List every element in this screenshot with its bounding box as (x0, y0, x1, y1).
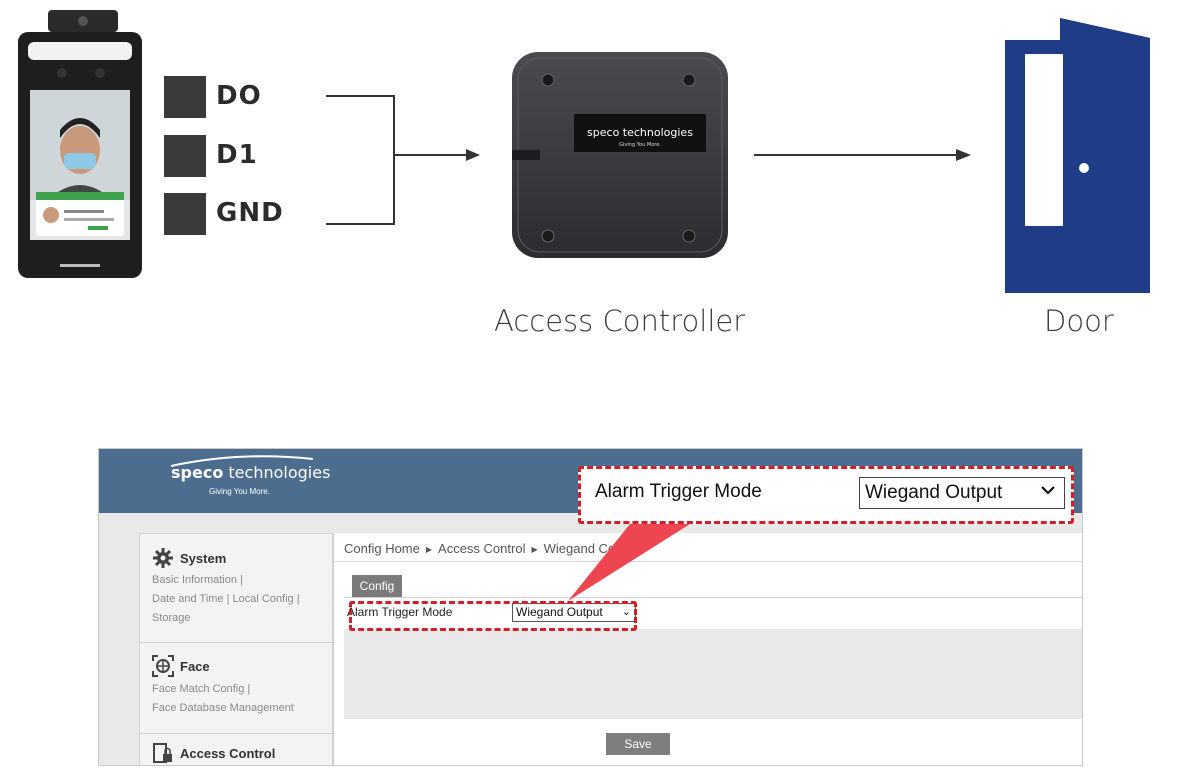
brand-logo: speco technologies Giving You More. (171, 455, 331, 496)
arrow-to-door-icon (956, 149, 971, 161)
alarm-trigger-mode-label: Alarm Trigger Mode (347, 605, 453, 619)
tab-config[interactable]: Config (352, 575, 402, 597)
wire-color-swatch (164, 193, 206, 235)
callout-alarm-trigger-mode-select[interactable]: Wiegand Output (859, 477, 1065, 509)
sidebar-section-face: Face Face Match Config | Face Database M… (140, 643, 332, 734)
wire-color-swatch (164, 76, 206, 118)
main-panel: Config Home ▶ Access Control ▶ Wiegand Confi… (333, 533, 1082, 765)
logo-swoosh-icon (171, 455, 313, 467)
wire-label-do: DO (164, 76, 314, 118)
sidebar-link-face-match-config[interactable]: Face Match Config | (152, 683, 251, 695)
sidebar-heading-system[interactable]: System (152, 547, 226, 569)
arrow-to-controller-icon (466, 149, 480, 161)
sidebar: System Basic Information | Date and Time… (139, 533, 333, 765)
sidebar-section-system: System Basic Information | Date and Time… (140, 534, 332, 643)
sidebar-link-face-database[interactable]: Face Database Management (152, 702, 294, 714)
controller-tagline-text: Giving You More. (619, 142, 661, 148)
face-recognition-terminal (18, 10, 142, 278)
chevron-down-icon: ⌄ (621, 606, 631, 618)
wire-label-gnd: GND (164, 193, 314, 235)
breadcrumb-separator-icon: ▶ (531, 545, 538, 555)
chevron-down-icon (1041, 486, 1055, 495)
access-control-icon (153, 743, 172, 763)
controller-brand-text: speco technologies (587, 126, 693, 139)
wire-label-d1: D1 (164, 135, 314, 177)
callout-alarm-trigger-mode-value: Wiegand Output (865, 482, 1003, 503)
divider (334, 561, 1082, 562)
save-button[interactable]: Save (606, 733, 670, 755)
door-icon (1005, 18, 1150, 293)
alarm-trigger-mode-value: Wiegand Output (516, 605, 603, 619)
divider (344, 597, 1082, 598)
wire-color-swatch (164, 135, 206, 177)
sidebar-link-date-time-local-config[interactable]: Date and Time | Local Config | (152, 593, 300, 605)
brand-tagline: Giving You More. (209, 487, 270, 496)
wire-label-text: DO (216, 81, 262, 111)
config-panel-body (344, 629, 1082, 719)
breadcrumb-access-control[interactable]: Access Control (438, 541, 526, 556)
breadcrumb-separator-icon: ▶ (425, 545, 433, 555)
connection-lines (326, 95, 971, 225)
door-caption: Door (1044, 304, 1114, 338)
sidebar-heading-access-control[interactable]: Access Control (152, 742, 275, 764)
highlight-box (349, 601, 637, 631)
zoom-callout: Alarm Trigger Mode Wiegand Output (578, 466, 1074, 524)
sidebar-heading-face[interactable]: Face (152, 655, 210, 677)
wire-label-text: D1 (216, 140, 258, 170)
sidebar-section-access-control: Access Control (140, 734, 332, 765)
gear-icon (153, 548, 173, 568)
breadcrumb: Config Home ▶ Access Control ▶ Wiegand Confi… (344, 541, 636, 556)
sidebar-link-storage[interactable]: Storage (152, 612, 191, 624)
wire-label-text: GND (216, 198, 284, 228)
breadcrumb-config-home[interactable]: Config Home (344, 541, 420, 556)
access-controller-caption: Access Controller (494, 304, 746, 338)
brand-name: speco technologies (171, 463, 331, 482)
breadcrumb-wiegand-config: Wiegand Config (543, 541, 637, 556)
callout-alarm-trigger-mode-label: Alarm Trigger Mode (595, 481, 762, 502)
access-controller-device: speco technologies Giving You More. (512, 52, 728, 258)
sidebar-link-basic-information[interactable]: Basic Information | (152, 574, 243, 586)
face-scan-icon (152, 655, 174, 677)
